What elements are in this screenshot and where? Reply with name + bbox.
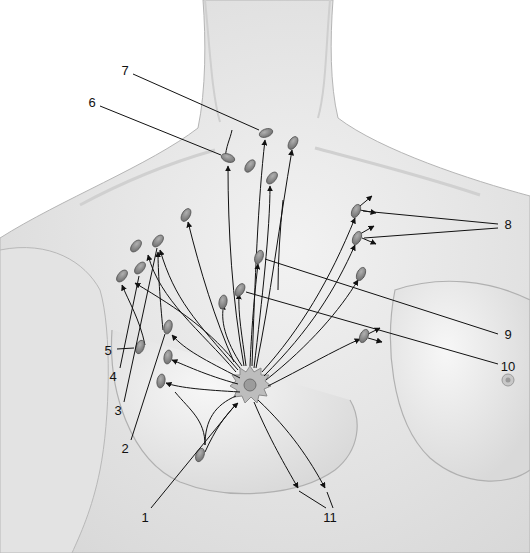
callout-label: 4: [107, 369, 118, 384]
breast-left: [391, 281, 530, 481]
callout-label: 10: [499, 359, 517, 374]
callout-number: 7: [119, 63, 130, 78]
callout-number: 4: [107, 369, 118, 384]
arm: [0, 248, 108, 553]
breast-right: [112, 330, 358, 494]
neck-shadow: [205, 0, 330, 122]
callout-number: 5: [102, 343, 113, 358]
clavicle: [80, 148, 480, 205]
callout-number: 10: [499, 359, 517, 374]
callout-label: 5: [102, 343, 113, 358]
lymph-arrows: [122, 130, 382, 488]
lymph-nodes: [114, 127, 370, 463]
callout-label: 11: [321, 510, 339, 525]
tumour-center: [244, 379, 256, 391]
callout-number: 11: [321, 510, 339, 525]
leader-lines: [100, 74, 498, 508]
callout-number: 9: [502, 327, 513, 342]
callout-label: 2: [119, 441, 130, 456]
nipple-center: [506, 378, 511, 383]
callout-number: 3: [112, 403, 123, 418]
callout-label: 1: [139, 510, 150, 525]
callout-label: 6: [86, 95, 97, 110]
callout-number: 8: [502, 217, 513, 232]
callout-label: 3: [112, 403, 123, 418]
callout-number: 6: [86, 95, 97, 110]
callout-number: 1: [139, 510, 150, 525]
callout-number: 2: [119, 441, 130, 456]
callout-label: 8: [502, 217, 513, 232]
nipple: [502, 374, 514, 386]
callout-label: 9: [502, 327, 513, 342]
callout-label: 7: [119, 63, 130, 78]
